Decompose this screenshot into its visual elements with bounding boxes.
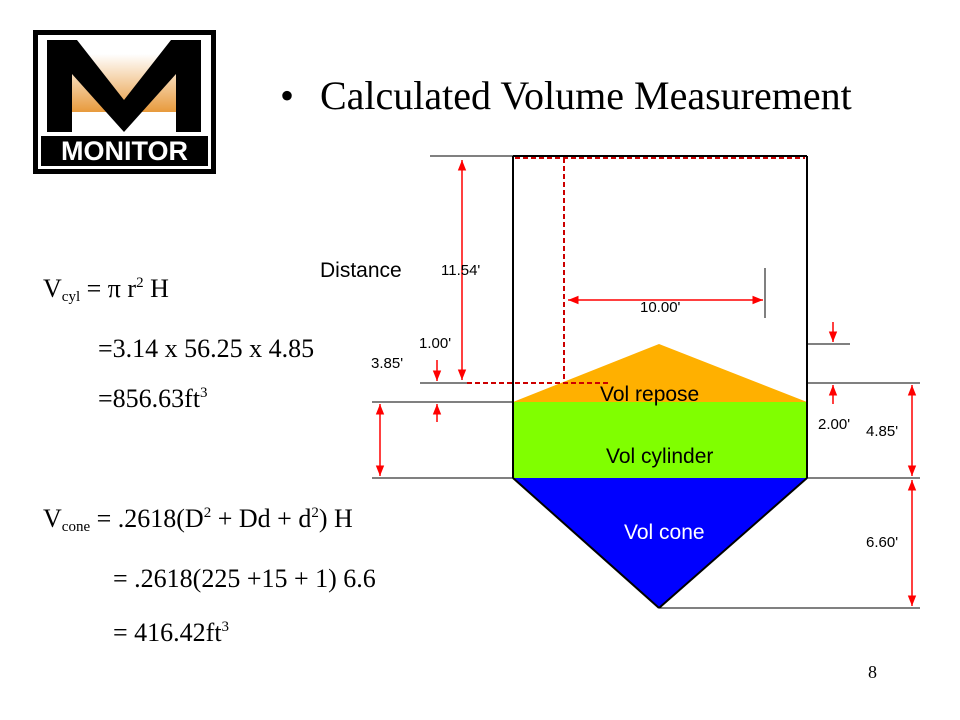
equation-part: + Dd + d [211,504,312,533]
repose-left-value: 1.00' [419,335,451,352]
distance-label: Distance [320,259,402,282]
logo-text: MONITOR [61,136,188,166]
equation-part: cone [61,519,91,535]
equation-part: 2 [136,275,144,291]
slide-title-text: Calculated Volume Measurement [320,73,852,118]
vol-cylinder-fill [513,402,807,478]
page-number: 8 [868,662,877,682]
vol-repose-label: Vol repose [600,383,699,406]
equation-part: ) H [318,504,353,533]
left-total-value: 3.85' [371,355,403,372]
equation-part: =856.63ft [98,384,201,413]
equation-part: 3 [221,619,230,635]
cone-volume-calculation: = .2618(225 +15 + 1) 6.6 [113,564,376,593]
cone-volume-result: = 416.42ft3 [113,618,229,648]
bullet-icon: • [280,73,295,118]
vol-cone-label: Vol cone [624,521,705,544]
equation-part: cyl [61,289,81,305]
vol-repose-fill [513,344,807,402]
cylinder-volume-result: =856.63ft3 [98,384,208,414]
cylinder-volume-formula: Vcyl = π r2 H [43,274,169,306]
cylinder-volume-calculation: =3.14 x 56.25 x 4.85 [98,334,315,363]
equation-part: 2 [311,505,319,521]
monitor-logo: MONITOR [33,30,216,174]
diameter-value: 10.00' [640,299,681,316]
equation-part: = .2618(D [90,504,204,533]
vol-cylinder-label: Vol cylinder [606,445,713,468]
equation-part: H [143,274,169,303]
extension-lines [372,155,920,609]
equation-part: 3 [200,385,208,401]
equation-part: 2 [203,505,212,521]
cylinder-total-value: 4.85' [866,423,898,440]
slide-title: • Calculated Volume Measurement [280,72,852,119]
distance-height-value: 11.54' [441,262,480,279]
vol-cone-fill [513,478,807,608]
equation-part: = 416.42ft [113,618,222,647]
cone-height-value: 6.60' [866,534,898,551]
silo-outline [512,155,808,609]
equation-part: V [43,504,62,533]
equation-part: = π r [80,274,137,303]
distance-dashed-lines [467,157,805,384]
cone-volume-formula: Vcone = .2618(D2 + Dd + d2) H [43,504,353,536]
cylinder-fill-value: 2.00' [818,416,850,433]
equation-part: V [43,274,62,303]
